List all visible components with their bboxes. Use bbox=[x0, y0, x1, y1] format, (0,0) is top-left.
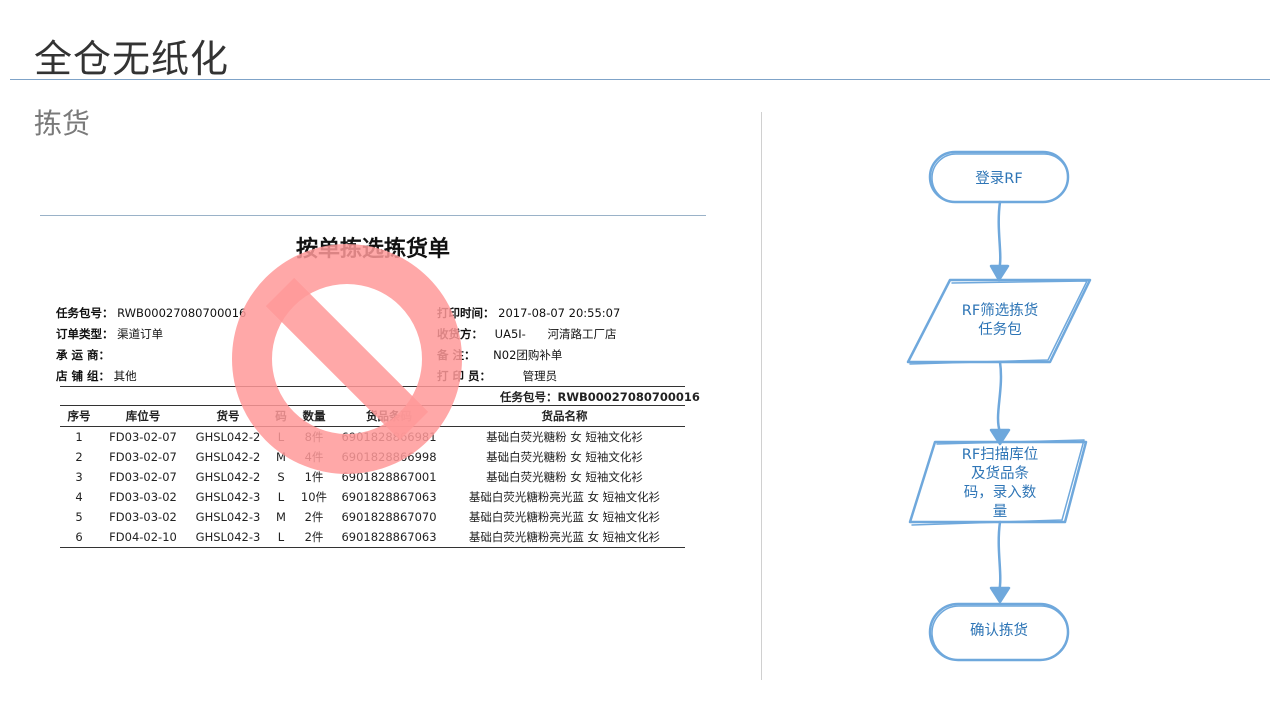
table-cell: L bbox=[277, 490, 285, 504]
table-row: 5 FD03-03-02 GHSL042-3 M 2件 690182886707… bbox=[60, 507, 685, 527]
receiver-field: 收货方： UA5I- 河清路工厂店 bbox=[437, 326, 616, 342]
table-cell: GHSL042-2 bbox=[195, 430, 261, 444]
arrow-down-icon bbox=[989, 586, 1011, 604]
table-cell: 10件 bbox=[300, 490, 328, 504]
arrow-down-icon bbox=[989, 264, 1010, 282]
order-type-field: 订单类型： 渠道订单 bbox=[56, 326, 163, 342]
print-time-field: 打印时间： 2017-08-07 20:55:07 bbox=[437, 305, 620, 321]
printer-value: 管理员 bbox=[522, 369, 558, 383]
arrow-down-icon bbox=[989, 428, 1011, 446]
store-group-label: 店 铺 组： bbox=[56, 369, 111, 383]
store-group-field: 店 铺 组： 其他 bbox=[56, 368, 137, 384]
column-header: 货号 bbox=[188, 405, 268, 427]
prohibited-icon bbox=[232, 244, 462, 474]
table-cell: L bbox=[268, 527, 294, 548]
remark-value: N02团购补单 bbox=[493, 348, 563, 362]
flow-connector bbox=[997, 200, 1002, 272]
task-package-value: RWB00027080700016 bbox=[117, 306, 247, 320]
task-package-line: 任务包号：RWB00027080700016 bbox=[500, 390, 700, 404]
flow-label-line: 量 bbox=[992, 504, 1008, 520]
table-cell: GHSL042-2 bbox=[195, 450, 261, 464]
order-type-value: 渠道订单 bbox=[117, 327, 164, 341]
table-cell: 基础白荧光糖粉 女 短袖文化衫 bbox=[486, 430, 643, 444]
table-cell: 基础白荧光糖粉 女 短袖文化衫 bbox=[486, 450, 643, 464]
table-cell: M bbox=[276, 510, 286, 524]
table-cell: GHSL042-3 bbox=[195, 510, 261, 524]
table-cell: FD03-03-02 bbox=[109, 490, 177, 504]
flow-label-line: RF扫描库位 bbox=[961, 447, 1039, 463]
flow-label-login: 登录RF bbox=[975, 171, 1023, 187]
receiver-code: UA5I- bbox=[494, 327, 526, 341]
table-cell: 3 bbox=[75, 470, 83, 484]
flow-label-confirm: 确认拣货 bbox=[970, 623, 1028, 639]
column-header: 序号 bbox=[60, 405, 98, 427]
table-cell: 6901828867070 bbox=[341, 510, 437, 524]
table-row: 6 FD04-02-10 GHSL042-3 L 2件 690182886706… bbox=[60, 527, 685, 548]
table-cell: S bbox=[277, 470, 285, 484]
vertical-divider bbox=[761, 112, 762, 680]
table-cell: 基础白荧光糖粉亮光蓝 女 短袖文化衫 bbox=[468, 510, 661, 524]
flow-label-filter-task: RF筛选拣货 任务包 bbox=[920, 302, 1080, 340]
table-cell: 4 bbox=[75, 490, 83, 504]
column-header: 库位号 bbox=[98, 405, 188, 427]
slide-title: 全仓无纸化 bbox=[34, 37, 230, 81]
flow-label-line: 及货品条 bbox=[971, 466, 1029, 482]
receiver-name: 河清路工厂店 bbox=[547, 327, 617, 341]
document-top-rule bbox=[40, 215, 706, 216]
table-cell: FD03-02-07 bbox=[109, 450, 177, 464]
flow-label-line: RF筛选拣货 bbox=[961, 303, 1039, 319]
table-cell: FD03-02-07 bbox=[109, 470, 177, 484]
slide-subtitle: 拣货 bbox=[34, 107, 91, 140]
print-time-value: 2017-08-07 20:55:07 bbox=[498, 306, 621, 320]
table-cell: 6901828867001 bbox=[341, 470, 437, 484]
table-cell: FD03-03-02 bbox=[109, 510, 177, 524]
table-cell: 1 bbox=[75, 430, 83, 444]
flow-label-scan: RF扫描库位 及货品条 码，录入数 量 bbox=[925, 446, 1075, 522]
table-cell: 2 bbox=[75, 450, 83, 464]
table-cell: 基础白荧光糖粉亮光蓝 女 短袖文化衫 bbox=[468, 490, 661, 504]
flow-label-line: 码，录入数 bbox=[963, 485, 1037, 501]
table-cell: FD03-02-07 bbox=[109, 430, 177, 444]
flow-label-line: 任务包 bbox=[978, 322, 1022, 338]
table-cell: 1件 bbox=[304, 470, 324, 484]
table-cell: GHSL042-3 bbox=[188, 527, 268, 548]
flow-connector bbox=[997, 520, 1002, 594]
table-cell: 5 bbox=[75, 510, 83, 524]
store-group-value: 其他 bbox=[113, 369, 137, 383]
table-row: 3 FD03-02-07 GHSL042-2 S 1件 690182886700… bbox=[60, 467, 685, 487]
table-cell: GHSL042-2 bbox=[195, 470, 261, 484]
task-package-label: 任务包号： bbox=[56, 306, 114, 320]
table-cell: 基础白荧光糖粉亮光蓝 女 短袖文化衫 bbox=[444, 527, 685, 548]
task-package-field: 任务包号： RWB00027080700016 bbox=[56, 305, 246, 321]
column-header: 货品名称 bbox=[444, 405, 685, 427]
table-cell: 6901828867063 bbox=[334, 527, 444, 548]
table-cell: 2件 bbox=[304, 510, 324, 524]
table-cell: 基础白荧光糖粉 女 短袖文化衫 bbox=[486, 470, 643, 484]
flowchart bbox=[906, 150, 1092, 662]
flow-connector bbox=[996, 360, 1003, 434]
carrier-field: 承 运 商： bbox=[56, 347, 110, 363]
table-cell: 6 bbox=[60, 527, 98, 548]
table-cell: 2件 bbox=[294, 527, 334, 548]
table-cell: FD04-02-10 bbox=[98, 527, 188, 548]
order-type-label: 订单类型： bbox=[56, 327, 114, 341]
table-row: 4 FD03-03-02 GHSL042-3 L 10件 69018288670… bbox=[60, 487, 685, 507]
carrier-label: 承 运 商： bbox=[56, 348, 111, 362]
table-cell: GHSL042-3 bbox=[195, 490, 261, 504]
table-cell: M bbox=[276, 450, 286, 464]
flow-node-filter-task bbox=[906, 278, 1092, 364]
title-divider bbox=[10, 79, 1270, 80]
table-cell: 6901828867063 bbox=[341, 490, 437, 504]
